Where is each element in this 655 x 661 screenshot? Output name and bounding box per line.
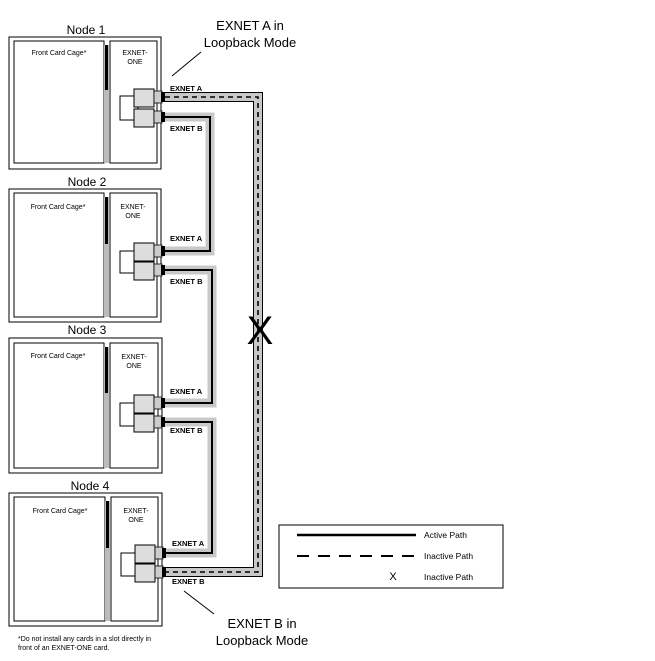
node-3-front-card-cage	[13, 342, 105, 469]
footnote-line1: *Do not install any cards in a slot dire…	[18, 636, 151, 643]
node-2-port-a	[161, 246, 165, 256]
node-4-card-label-2: ONE	[128, 517, 144, 524]
node-2-card-label-1: EXNET-	[120, 204, 146, 211]
node-2-plug-a	[153, 244, 163, 258]
top-callout-line1: EXNET A in	[216, 18, 284, 33]
return-cable-inactive	[165, 96, 259, 573]
node-4-cage-label: Front Card Cage*	[33, 508, 88, 515]
node-2-connector-b	[133, 261, 155, 281]
node-1-card-label-1: EXNET-	[122, 50, 148, 57]
node-1-cage-label: Front Card Cage*	[32, 50, 87, 57]
break-x-mark: X	[247, 309, 274, 353]
node-4-card-label-1: EXNET-	[123, 508, 149, 515]
node-3: Node 3 Front Card Cage* EXNET- ONE EXNET…	[8, 323, 203, 474]
node-3-slot-guide	[104, 347, 109, 468]
node-1-title: Node 1	[67, 23, 106, 37]
node-4-port-b-label: EXNET B	[172, 577, 205, 586]
node-1-port-a-label: EXNET A	[170, 84, 203, 93]
node-1-front-card-cage	[13, 40, 105, 164]
node-2: Node 2 Front Card Cage* EXNET- ONE EXNET…	[8, 175, 203, 323]
cable-2-3-sheath	[165, 265, 217, 408]
node-3-port-a	[161, 398, 165, 408]
node-1-plug-b	[153, 110, 163, 124]
inactive-return-cable	[165, 92, 263, 577]
cable-2-3-active	[165, 269, 213, 404]
node-4-plug-a	[154, 546, 164, 560]
top-callout: EXNET A in Loopback Mode	[171, 18, 297, 77]
node-1-slot-guide	[104, 45, 109, 163]
node-2-connector-a	[133, 242, 155, 262]
node-4: Node 4 Front Card Cage* EXNET- ONE EXNET…	[8, 479, 205, 627]
node-2-port-b	[161, 265, 165, 275]
legend-active-label: Active Path	[424, 530, 467, 540]
node-3-card-label-1: EXNET-	[121, 354, 147, 361]
node-4-slot-guide	[105, 501, 110, 621]
node-1-port-a	[161, 92, 165, 102]
node-2-front-card-cage	[13, 192, 105, 318]
node-1-loop-cable	[119, 95, 139, 121]
node-3-connector-b	[133, 413, 155, 433]
legend-inactive-dashed-label: Inactive Path	[424, 551, 473, 561]
cable-3-4-sheath	[165, 417, 217, 558]
node-2-slot-blocker	[105, 197, 108, 244]
cable-1-2-sheath	[165, 112, 215, 256]
bottom-callout: EXNET B in Loopback Mode	[183, 590, 309, 648]
node-3-port-b-label: EXNET B	[170, 426, 203, 435]
node-3-slot-blocker	[105, 347, 108, 393]
node-3-plug-a	[153, 396, 163, 410]
node-1-connector-a	[133, 88, 155, 108]
legend: Active Path Inactive Path X Inactive Pat…	[278, 524, 504, 589]
node-1-card-label-2: ONE	[127, 59, 143, 66]
node-1: Node 1 Front Card Cage* EXNET- ONE EXNET…	[8, 23, 203, 170]
bottom-callout-line1: EXNET B in	[227, 616, 296, 631]
node-1-port-b-label: EXNET B	[170, 124, 203, 133]
node-3-port-b	[161, 417, 165, 427]
node-1-slot-blocker	[105, 45, 108, 90]
node-3-card-label-2: ONE	[126, 363, 142, 370]
node-4-front-card-cage	[13, 496, 106, 622]
top-callout-line2: Loopback Mode	[204, 35, 297, 50]
node-4-slot-blocker	[106, 501, 109, 548]
node-4-port-a	[162, 548, 166, 558]
node-3-connector-a	[133, 394, 155, 414]
node-3-plug-b	[153, 415, 163, 429]
node-4-title: Node 4	[71, 479, 110, 493]
cable-1-2-active	[165, 116, 211, 252]
node-2-card-label-2: ONE	[125, 213, 141, 220]
node-2-plug-b	[153, 263, 163, 277]
node-2-cage-label: Front Card Cage*	[31, 204, 86, 211]
node-4-port-b	[162, 567, 166, 577]
legend-x-symbol: X	[389, 571, 397, 583]
node-3-title: Node 3	[68, 323, 107, 337]
node-1-port-b	[161, 112, 165, 122]
node-2-slot-guide	[104, 197, 109, 317]
legend-inactive-x-label: Inactive Path	[424, 572, 473, 582]
node-4-port-a-label: EXNET A	[172, 539, 205, 548]
node-1-connector-b	[133, 108, 155, 128]
node-4-plug-b	[154, 565, 164, 579]
active-cables	[165, 112, 217, 558]
node-3-port-a-label: EXNET A	[170, 387, 203, 396]
cable-3-4-active	[165, 421, 213, 554]
node-2-port-b-label: EXNET B	[170, 277, 203, 286]
node-1-plug-a	[153, 90, 163, 104]
node-3-cage-label: Front Card Cage*	[31, 353, 86, 360]
node-4-connector-b	[134, 563, 156, 583]
bottom-callout-leader	[183, 590, 215, 615]
node-4-connector-a	[134, 544, 156, 564]
node-2-port-a-label: EXNET A	[170, 234, 203, 243]
footnote-line2: front of an EXNET-ONE card.	[18, 645, 109, 652]
top-callout-leader	[171, 51, 202, 77]
node-2-title: Node 2	[68, 175, 107, 189]
bottom-callout-line2: Loopback Mode	[216, 633, 309, 648]
